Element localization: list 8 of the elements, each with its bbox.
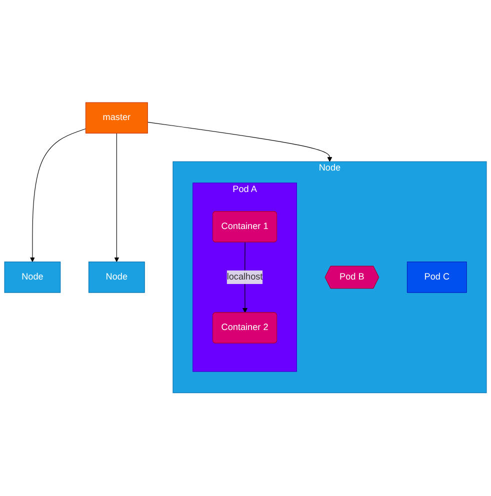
edge-label: localhost	[226, 272, 263, 282]
node-box: master	[85, 102, 148, 134]
arrow	[114, 133, 120, 262]
node-box: Node	[4, 262, 61, 294]
node-box: Node	[88, 262, 145, 294]
arrow	[147, 122, 332, 162]
arrow	[30, 128, 86, 262]
node-box: Pod C	[406, 262, 467, 294]
